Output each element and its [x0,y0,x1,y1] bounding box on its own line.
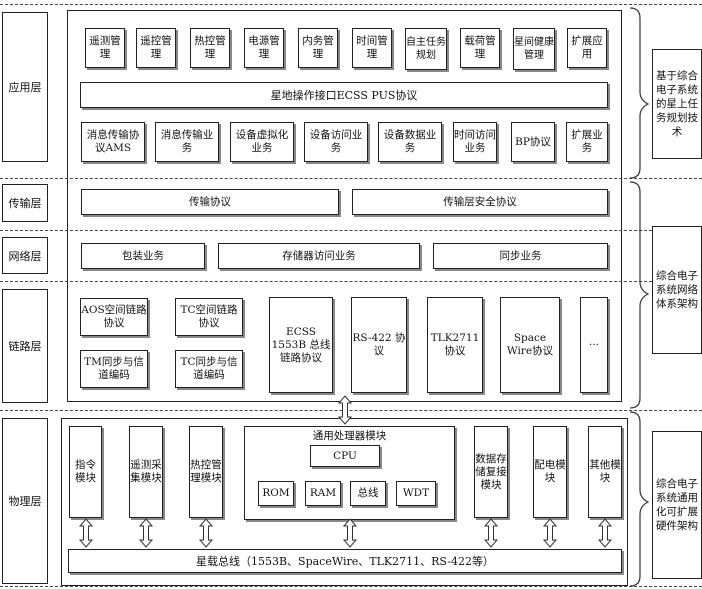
phys-storage-module: 数据存储复接模块 [474,426,508,518]
app-power-mgmt: 电源管理 [244,28,284,68]
app-payload-mgmt: 载荷管理 [460,28,500,68]
link-more-ellipsis: ··· [580,297,608,393]
app-telecontrol-mgmt: 遥控管理 [136,28,176,68]
phys-wdt: WDT [396,481,436,506]
link-spacewire-protocol: Space Wire协议 [500,297,560,393]
layer-transport-label: 传输层 [2,184,48,222]
app-bp-protocol: BP协议 [511,122,555,162]
onboard-bus-bar: 星载总线（1553B、SpaceWire、TLK2711、RS-422等） [68,549,622,573]
processor-module-title: 通用处理器模块 [312,430,387,442]
divider-transport-network [0,230,702,231]
app-inter-satellite-health: 星间健康管理 [513,28,555,70]
app-autonomous-planning: 自主任务规划 [405,28,447,70]
network-packet-service: 包装业务 [81,243,205,269]
app-housekeeping-mgmt: 内务管理 [298,28,338,68]
network-memory-access-service: 存储器访问业务 [218,243,420,269]
phys-ram: RAM [305,481,341,506]
phys-bus: 总线 [350,481,386,506]
link-tc-space-protocol: TC空间链路协议 [175,298,243,336]
side-label-hardware-architecture: 综合电子系统通用化可扩展硬件架构 [652,431,702,579]
link-tc-sync-coding: TC同步与信道编码 [175,350,243,388]
app-extended-service: 扩展业务 [566,122,608,162]
side-label-network-architecture: 综合电子系统网络体系架构 [652,226,702,354]
divider-link-physical [0,410,702,411]
layer-network-label: 网络层 [2,237,48,274]
layer-application-label: 应用层 [2,12,48,162]
link-tm-sync-coding: TM同步与信道编码 [80,350,148,388]
divider-app-transport [0,178,702,179]
link-aos-protocol: AOS空间链路协议 [80,298,148,336]
app-device-data: 设备数据业务 [378,122,442,162]
divider-network-link [0,281,702,282]
app-ams-protocol: 消息传输协议AMS [81,122,145,162]
transport-security-protocol: 传输层安全协议 [352,189,608,215]
phys-thermal-module: 热控管理模块 [189,426,223,518]
app-message-service: 消息传输业务 [155,122,219,162]
network-sync-service: 同步业务 [433,243,608,269]
app-extended-application: 扩展应用 [567,28,607,68]
phys-cpu: CPU [310,445,380,467]
link-rs422-protocol: RS-422 协议 [351,297,407,393]
app-telemetry-mgmt: 遥测管理 [85,28,125,68]
phys-command-module: 指令模块 [69,426,102,518]
phys-other-module: 其他模块 [588,426,622,518]
layer-link-label: 链路层 [2,289,48,403]
app-device-access: 设备访问业务 [304,122,368,162]
link-tlk2711-protocol: TLK2711 协议 [427,297,483,393]
transport-protocol: 传输协议 [81,189,339,215]
ecss-pus-bar: 星地操作接口ECSS PUS协议 [80,82,608,108]
phys-telemetry-module: 遥测采集模块 [129,426,163,518]
divider-top [0,4,702,5]
app-thermal-mgmt: 热控管理 [190,28,230,68]
app-time-access: 时间访问业务 [453,122,497,162]
link-ecss-1553b-protocol: ECSS 1553B 总线链路协议 [269,297,333,393]
app-time-mgmt: 时间管理 [352,28,392,68]
phys-rom: ROM [258,481,294,506]
layer-physical-label: 物理层 [2,418,48,584]
side-label-mission-planning: 基于综合电子系统的星上任务规划技术 [652,49,702,159]
divider-bottom [0,586,702,587]
app-device-virtualization: 设备虚拟化业务 [230,122,294,162]
phys-power-module: 配电模块 [533,426,567,518]
